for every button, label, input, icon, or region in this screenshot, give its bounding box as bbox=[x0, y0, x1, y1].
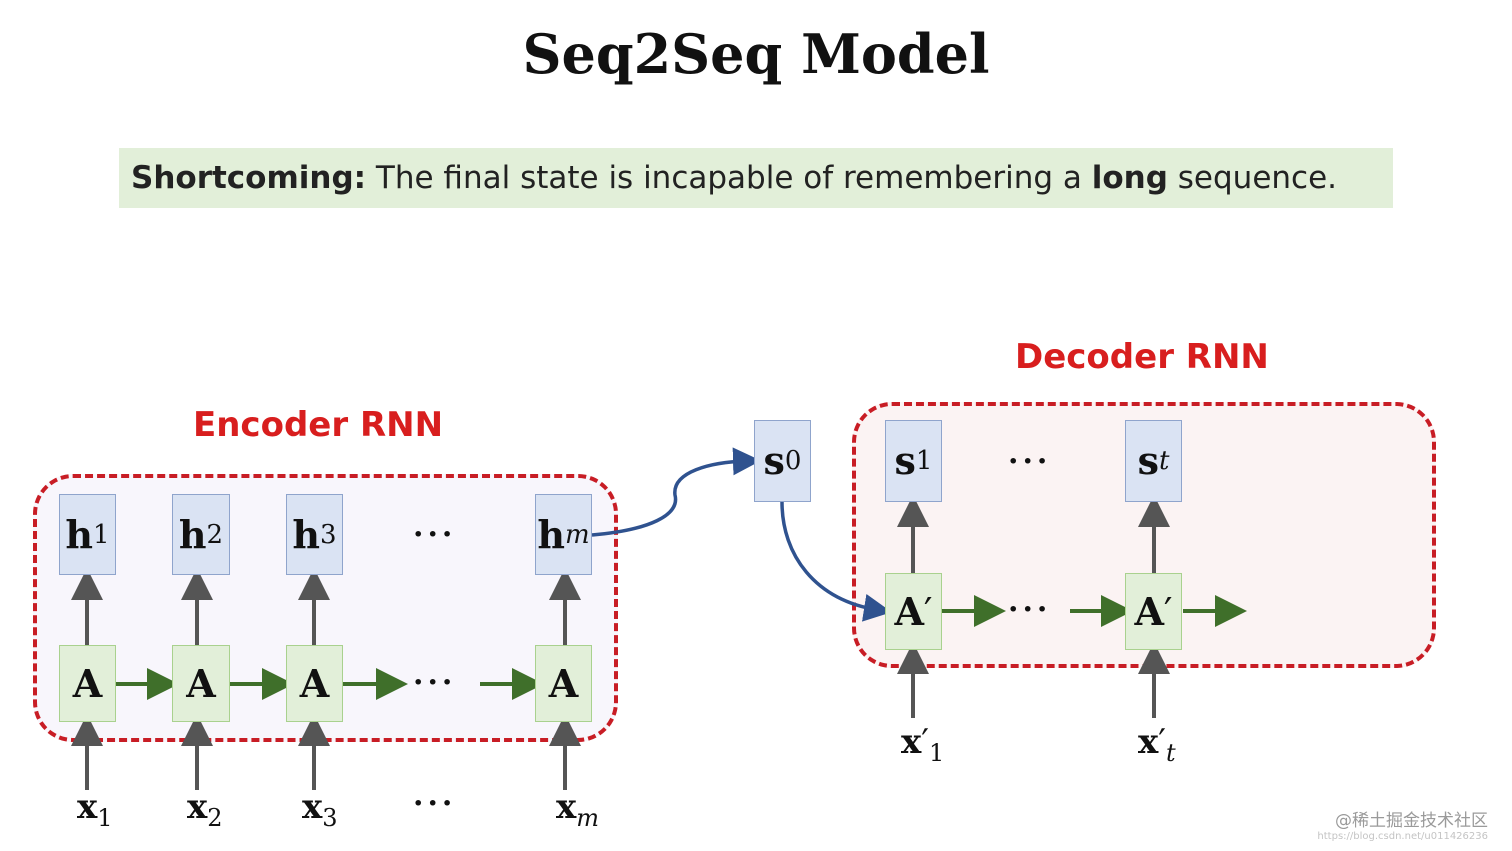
dec-input-t: x′t bbox=[1138, 722, 1176, 767]
enc-input-3: x3 bbox=[302, 787, 338, 832]
enc-input-ellipsis: ··· bbox=[413, 786, 457, 821]
decoder-label: Decoder RNN bbox=[1015, 337, 1269, 377]
dec-state-ellipsis: ··· bbox=[1008, 444, 1052, 479]
enc-cell-1: A bbox=[59, 645, 116, 722]
watermark-line1: @稀土掘金技术社区 bbox=[1335, 811, 1488, 831]
banner-lead: Shortcoming: bbox=[131, 160, 367, 196]
enc-input-m: xm bbox=[556, 787, 600, 832]
shortcoming-banner: Shortcoming: The final state is incapabl… bbox=[119, 148, 1393, 208]
dec-cell-t: A′ bbox=[1125, 573, 1182, 650]
s0-to-decoder-arrow bbox=[780, 501, 892, 622]
banner-bold-word: long bbox=[1091, 160, 1168, 196]
encoder-label: Encoder RNN bbox=[193, 405, 444, 445]
dec-cell-ellipsis: ··· bbox=[1008, 592, 1052, 627]
enc-cell-ellipsis: ··· bbox=[413, 665, 457, 700]
enc-hidden-ellipsis: ··· bbox=[413, 517, 457, 552]
enc-input-1: x1 bbox=[77, 787, 113, 832]
banner-text-b: sequence. bbox=[1167, 160, 1338, 196]
hm-to-s0-arrow bbox=[591, 447, 761, 537]
dec-cell-1: A′ bbox=[885, 573, 942, 650]
enc-cell-3: A bbox=[286, 645, 343, 722]
banner-text-a: The final state is incapable of remember… bbox=[366, 160, 1092, 196]
enc-cell-m: A bbox=[535, 645, 592, 722]
watermark-url: https://blog.csdn.net/u011426236 bbox=[1317, 831, 1488, 842]
enc-cell-2: A bbox=[172, 645, 230, 722]
watermark: @稀土掘金技术社区 https://blog.csdn.net/u0114262… bbox=[1317, 806, 1488, 842]
page-title: Seq2Seq Model bbox=[522, 22, 990, 86]
dec-input-1: x′1 bbox=[901, 722, 945, 767]
enc-input-2: x2 bbox=[187, 787, 223, 832]
